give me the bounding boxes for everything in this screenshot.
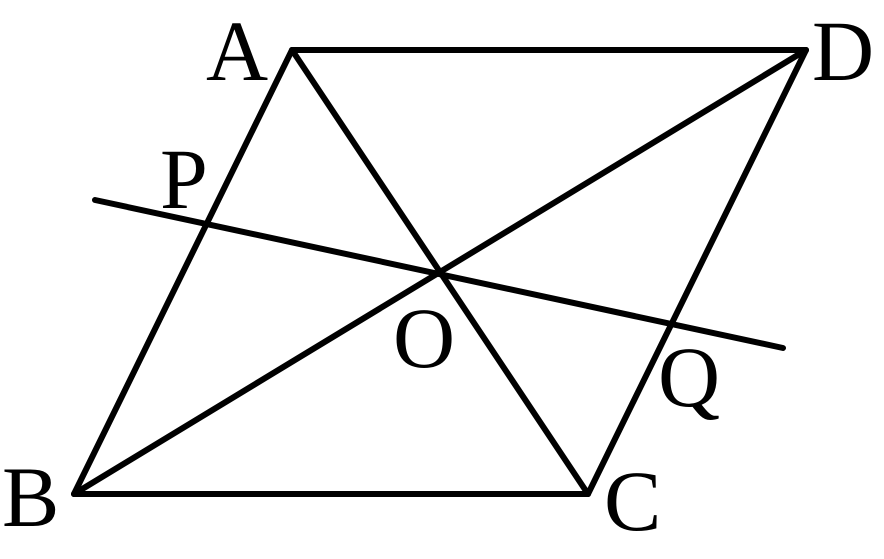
label-q: Q — [658, 329, 720, 425]
label-c: C — [604, 453, 661, 549]
label-a: A — [206, 3, 268, 99]
segment-pq-line — [92, 197, 786, 351]
label-b: B — [2, 449, 59, 545]
label-p: P — [160, 131, 208, 227]
segment-ab — [71, 47, 295, 497]
label-o: O — [393, 290, 455, 386]
segment-cd — [585, 47, 809, 497]
label-d: D — [812, 3, 874, 99]
